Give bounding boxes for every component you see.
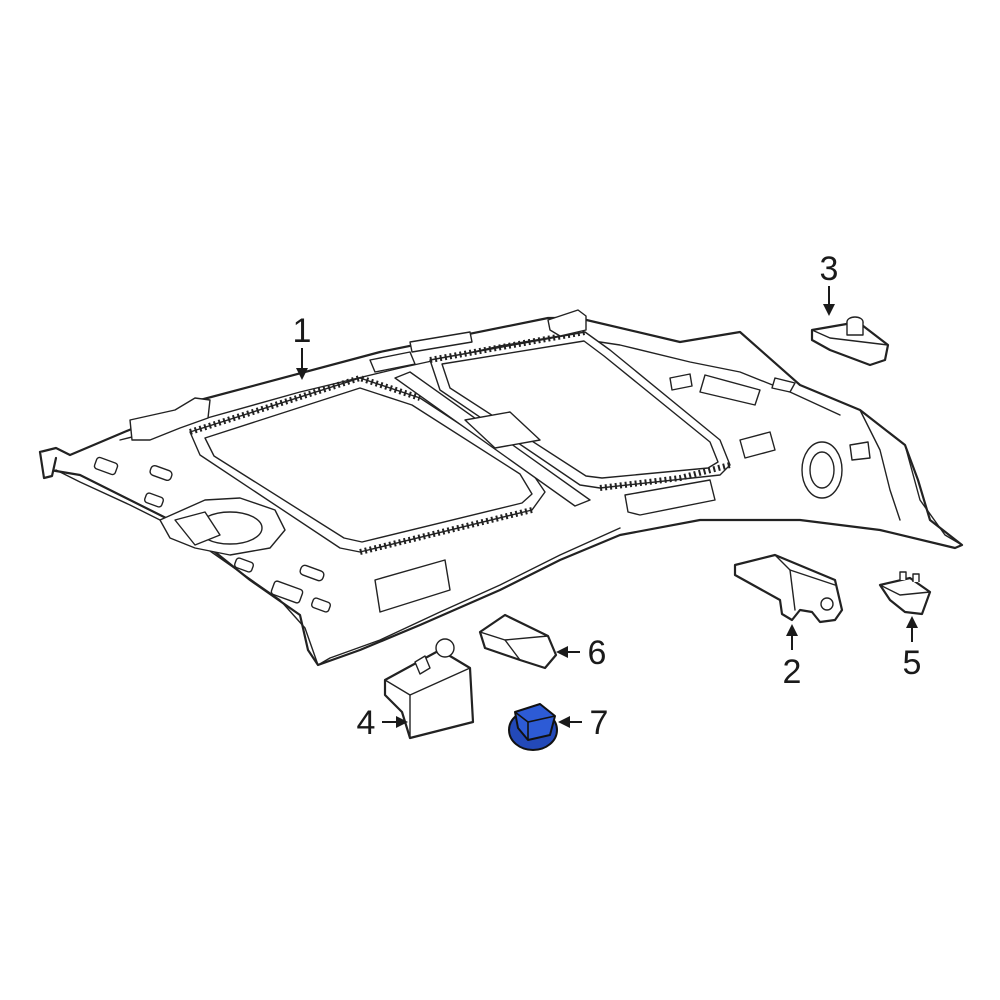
cap-part-highlighted[interactable]: [508, 703, 558, 751]
callout-number-6: 6: [588, 634, 607, 672]
callout-4: 4: [357, 704, 408, 742]
callout-number-5: 5: [903, 644, 922, 682]
mounting-bracket-part[interactable]: [383, 638, 475, 740]
callout-6: 6: [556, 634, 606, 672]
holder-part[interactable]: [478, 613, 558, 670]
headliner-part[interactable]: [38, 309, 964, 667]
clip-part[interactable]: [878, 571, 932, 616]
callout-5: 5: [903, 616, 922, 682]
callout-3: 3: [820, 250, 839, 316]
callout-number-7: 7: [590, 704, 609, 742]
callout-number-1: 1: [293, 312, 312, 350]
callout-number-2: 2: [783, 653, 802, 691]
callout-1: 1: [293, 312, 312, 380]
callout-7: 7: [558, 704, 608, 742]
bracket-part[interactable]: [733, 553, 844, 624]
callout-number-3: 3: [820, 250, 839, 288]
callout-number-4: 4: [357, 704, 376, 742]
callout-2: 2: [783, 624, 802, 691]
dome-lamp-part[interactable]: [810, 316, 890, 367]
